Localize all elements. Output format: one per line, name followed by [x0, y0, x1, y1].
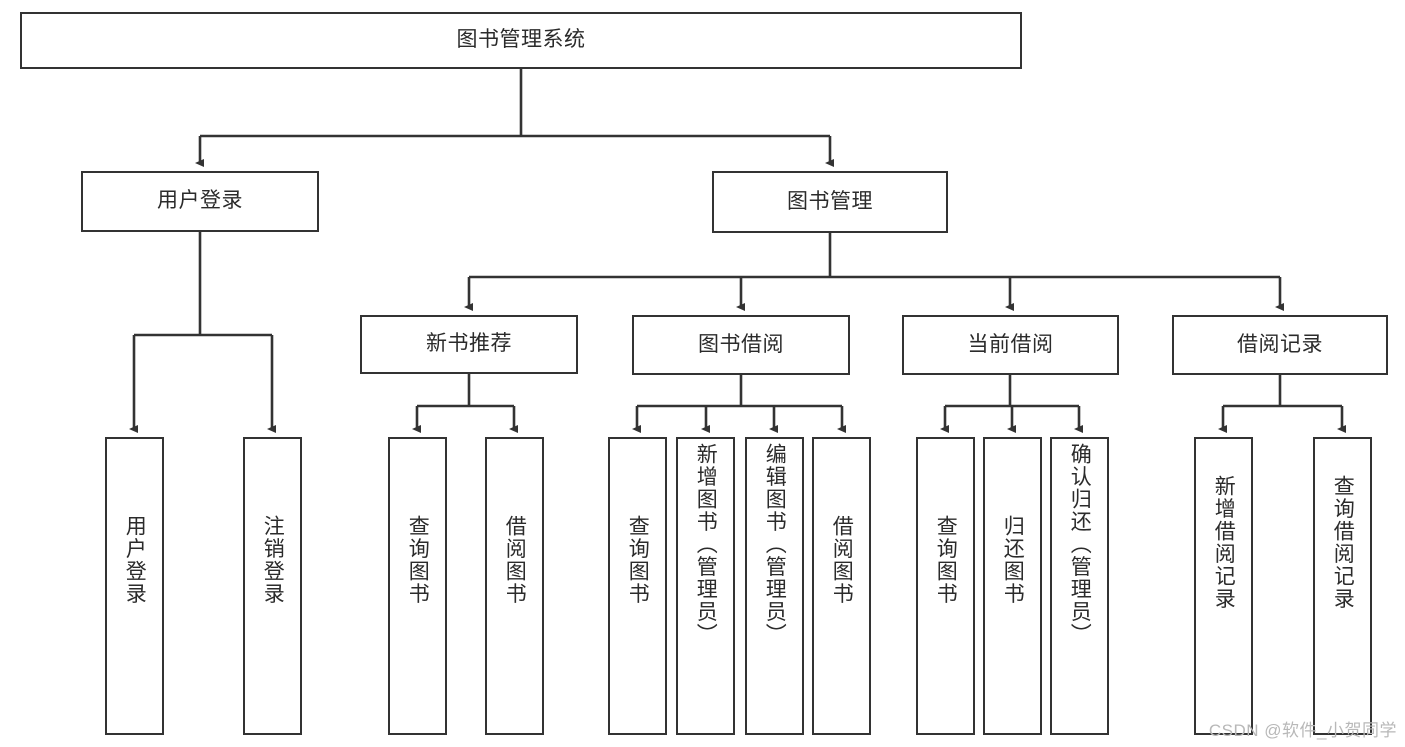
- node-book-management[interactable]: 图书管理: [712, 171, 948, 233]
- leaf-current-confirm-return[interactable]: 确认归还（管理员）: [1050, 437, 1109, 735]
- node-book-borrow[interactable]: 图书借阅: [632, 315, 850, 375]
- node-current-borrow-label: 当前借阅: [967, 332, 1054, 356]
- node-user-login-label: 用户登录: [157, 189, 243, 213]
- leaf-recommend-borrow-book[interactable]: 借阅图书: [485, 437, 544, 735]
- leaf-borrow-add-book-label: 新增图书（管理员）: [694, 443, 718, 646]
- leaf-borrow-add-book[interactable]: 新增图书（管理员）: [676, 437, 735, 735]
- node-book-borrow-label: 图书借阅: [698, 332, 784, 356]
- node-borrow-record[interactable]: 借阅记录: [1172, 315, 1388, 375]
- leaf-user-login-signin-label: 用户登录: [123, 515, 147, 605]
- leaf-recommend-borrow-book-label: 借阅图书: [503, 515, 527, 605]
- leaf-record-add-record-label: 新增借阅记录: [1212, 475, 1236, 610]
- node-root-label: 图书管理系统: [456, 28, 586, 52]
- leaf-record-query-record[interactable]: 查询借阅记录: [1313, 437, 1372, 735]
- leaf-record-add-record[interactable]: 新增借阅记录: [1194, 437, 1253, 735]
- leaf-user-login-signout-label: 注销登录: [261, 515, 285, 605]
- leaf-borrow-edit-book[interactable]: 编辑图书（管理员）: [745, 437, 804, 735]
- leaf-borrow-edit-book-label: 编辑图书（管理员）: [763, 443, 787, 646]
- node-borrow-record-label: 借阅记录: [1237, 332, 1323, 356]
- leaf-borrow-query-book-label: 查询图书: [626, 515, 650, 605]
- node-user-login[interactable]: 用户登录: [81, 171, 319, 232]
- node-root[interactable]: 图书管理系统: [20, 12, 1022, 69]
- leaf-user-login-signin[interactable]: 用户登录: [105, 437, 164, 735]
- leaf-recommend-query-book-label: 查询图书: [406, 515, 430, 605]
- node-new-book-recommend[interactable]: 新书推荐: [360, 315, 578, 374]
- leaf-current-query-book-label: 查询图书: [934, 515, 958, 605]
- leaf-recommend-query-book[interactable]: 查询图书: [388, 437, 447, 735]
- leaf-record-query-record-label: 查询借阅记录: [1331, 475, 1355, 610]
- leaf-borrow-query-book[interactable]: 查询图书: [608, 437, 667, 735]
- leaf-borrow-borrow-book-label: 借阅图书: [830, 515, 854, 605]
- leaf-current-confirm-return-label: 确认归还（管理员）: [1068, 443, 1092, 646]
- csdn-watermark: CSDN @软件_小贺同学: [1208, 721, 1397, 740]
- leaf-user-login-signout[interactable]: 注销登录: [243, 437, 302, 735]
- node-book-management-label: 图书管理: [787, 189, 873, 213]
- leaf-borrow-borrow-book[interactable]: 借阅图书: [812, 437, 871, 735]
- leaf-current-query-book[interactable]: 查询图书: [916, 437, 975, 735]
- leaf-current-return-book-label: 归还图书: [1001, 515, 1025, 605]
- node-current-borrow[interactable]: 当前借阅: [902, 315, 1119, 375]
- node-new-book-recommend-label: 新书推荐: [426, 332, 512, 356]
- leaf-current-return-book[interactable]: 归还图书: [983, 437, 1042, 735]
